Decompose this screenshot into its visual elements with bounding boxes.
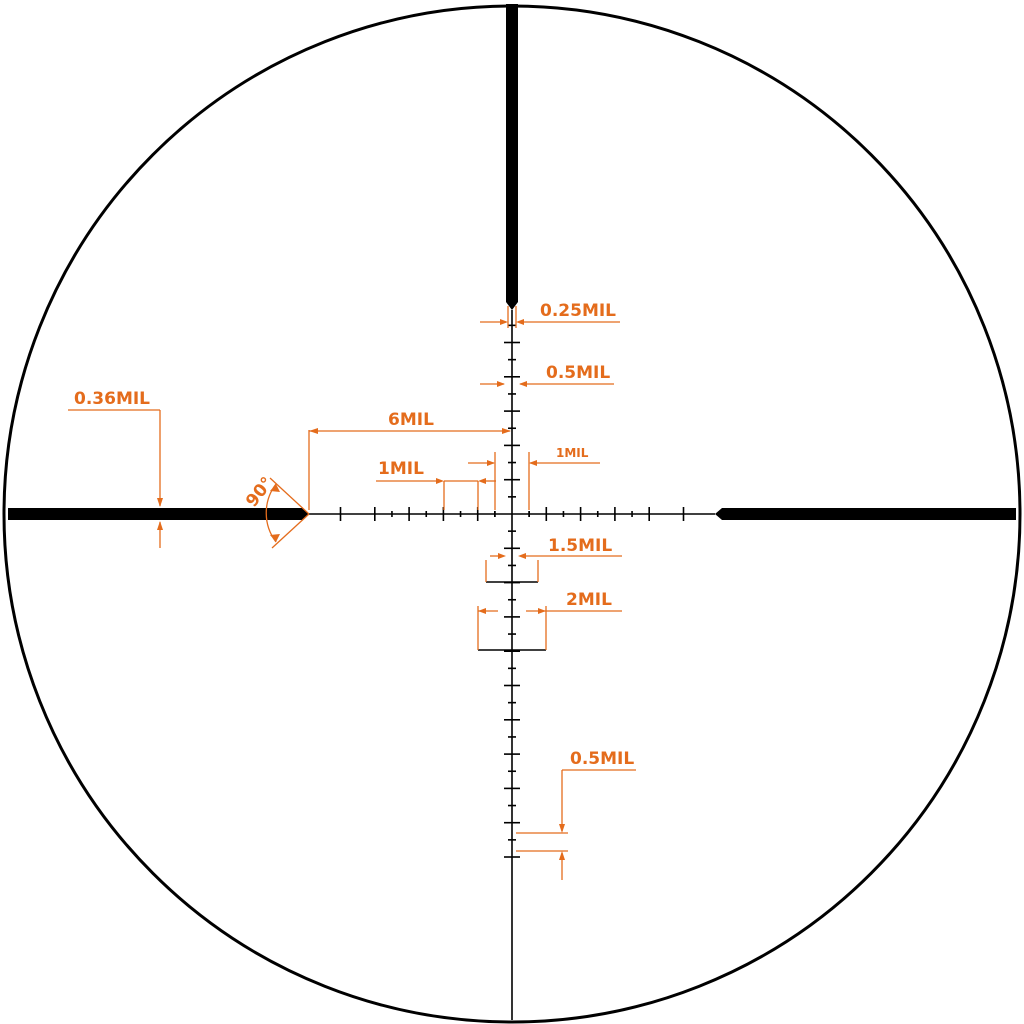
annotations xyxy=(68,306,636,880)
stadia-bars xyxy=(478,581,546,651)
label-half-hash-spacing: 1MIL xyxy=(556,446,589,460)
label-lower-spacing: 0.5MIL xyxy=(570,749,634,769)
label-hash-2: 2MIL xyxy=(566,590,612,610)
label-post-angle: 90° xyxy=(242,473,278,511)
top-post xyxy=(506,4,518,310)
right-post xyxy=(715,508,1016,520)
thick-posts xyxy=(8,4,1016,520)
label-hash-1-5: 1.5MIL xyxy=(548,536,612,556)
label-post-width: 0.25MIL xyxy=(540,301,616,321)
left-post xyxy=(8,508,309,520)
label-hash-spacing: 1MIL xyxy=(378,459,424,479)
thin-crosshair xyxy=(309,310,715,1020)
vertical-hash-marks xyxy=(504,324,520,858)
label-bar-thickness: 0.36MIL xyxy=(74,389,150,409)
label-post-gap: 6MIL xyxy=(388,410,434,430)
label-hash-length: 0.5MIL xyxy=(546,363,610,383)
